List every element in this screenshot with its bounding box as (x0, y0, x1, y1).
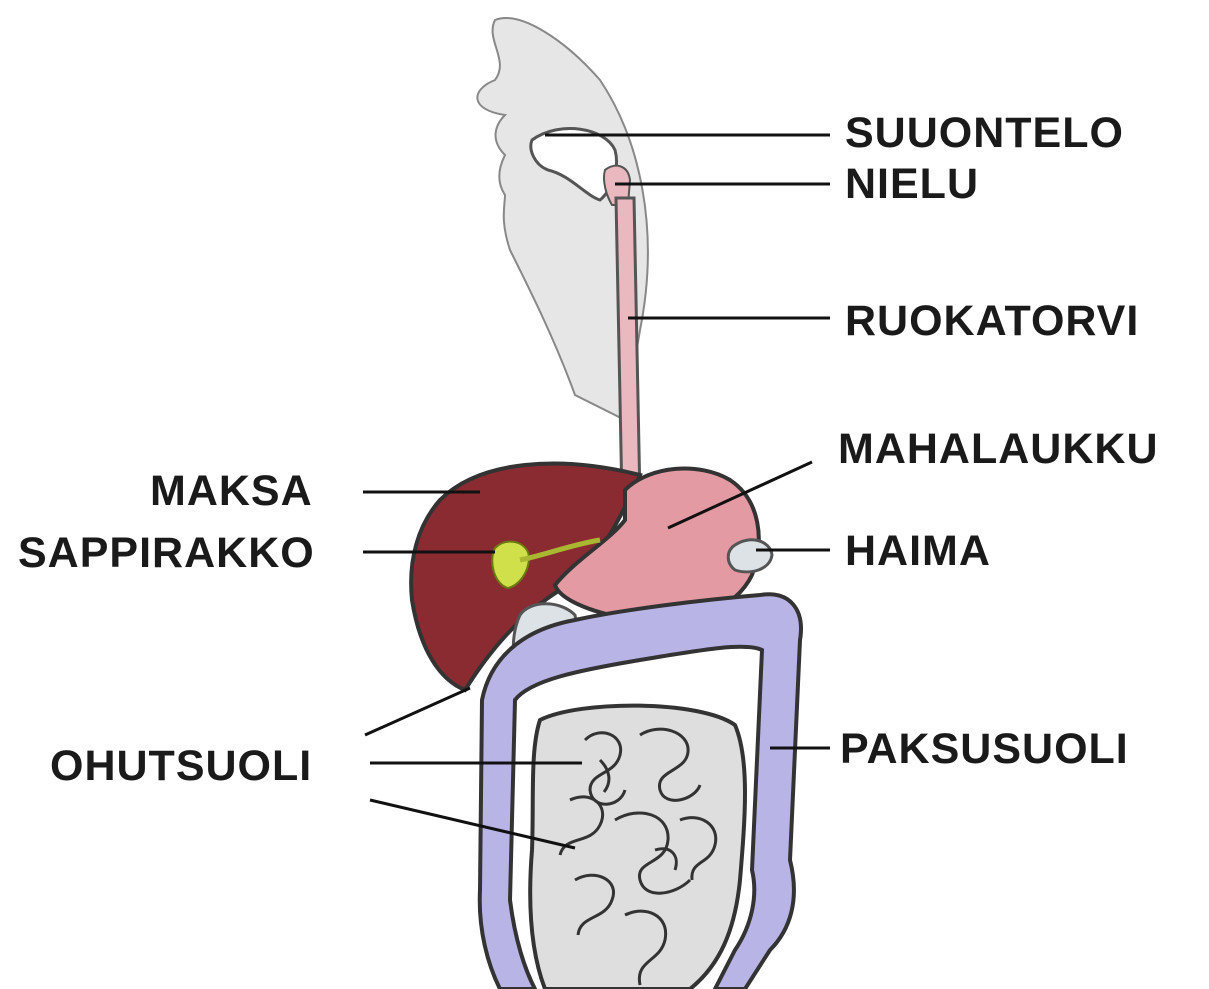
label-gallbladder: SAPPIRAKKO (18, 532, 315, 575)
label-stomach: MAHALAUKKU (838, 428, 1159, 471)
label-pharynx: NIELU (845, 163, 979, 206)
label-mouth-cavity: SUUONTELO (845, 112, 1124, 155)
label-liver: MAKSA (150, 470, 313, 513)
label-esophagus: RUOKATORVI (845, 300, 1139, 343)
leader-line-small-intestine-3 (365, 688, 470, 735)
label-small-intestine: OHUTSUOLI (50, 745, 312, 788)
label-pancreas: HAIMA (845, 530, 991, 573)
esophagus-shape (616, 198, 640, 500)
label-large-intestine: PAKSUSUOLI (840, 728, 1129, 771)
pancreas-shape (728, 540, 772, 572)
